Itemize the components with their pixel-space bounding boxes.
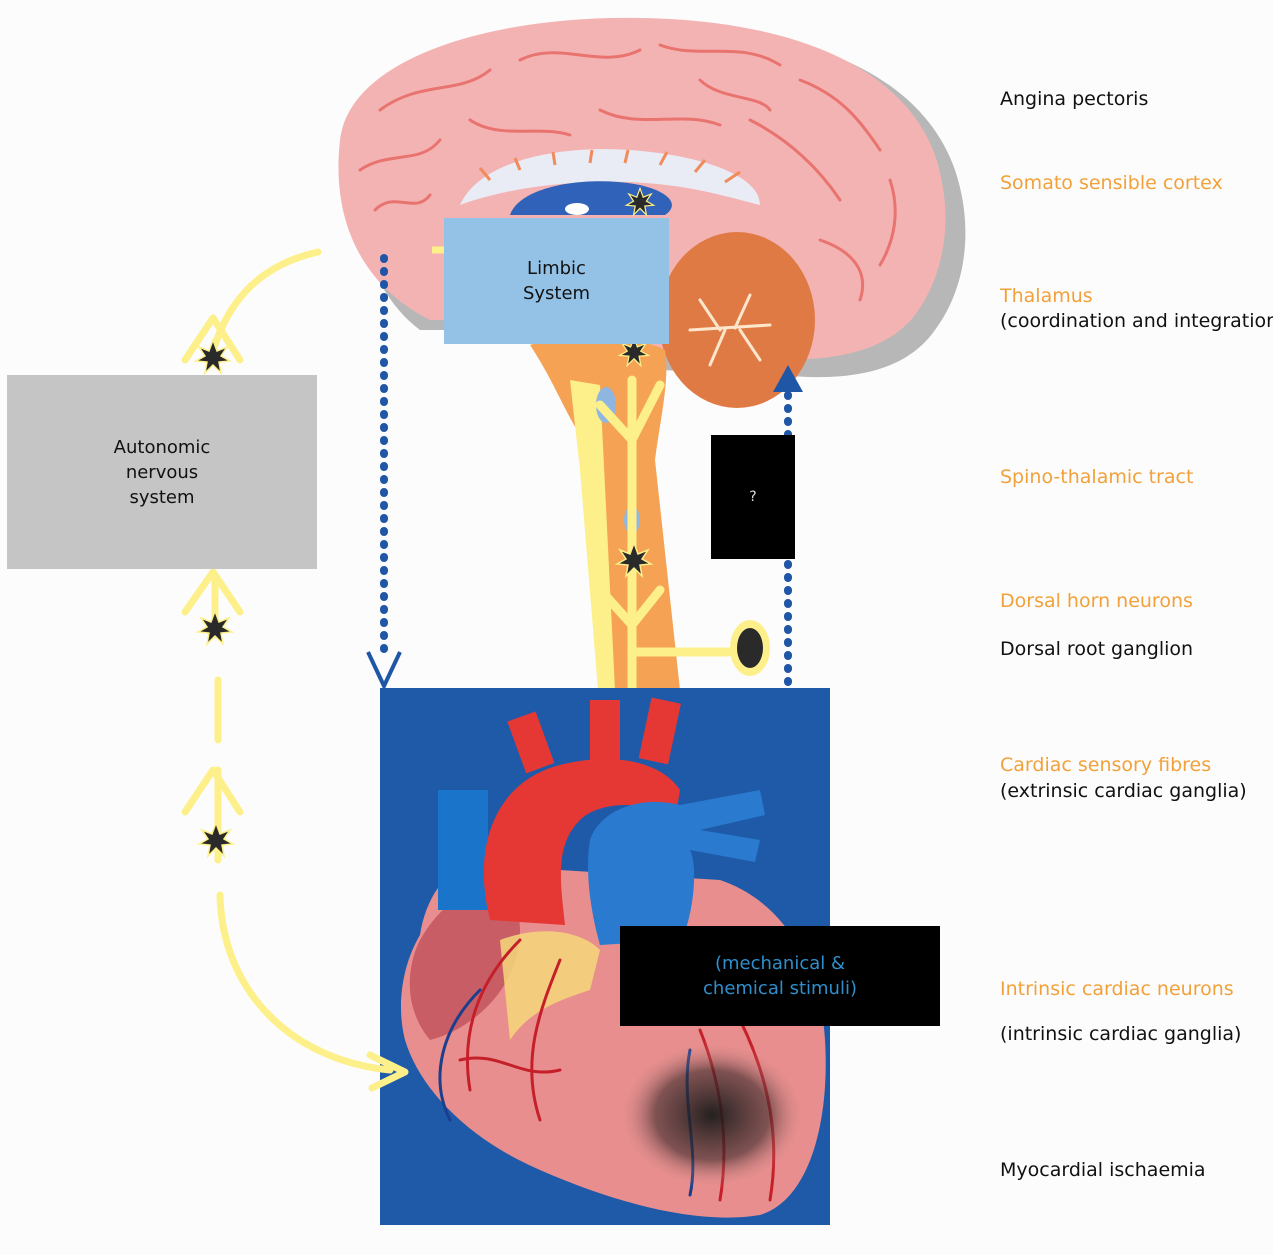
vena-cava — [438, 790, 488, 910]
label-dorsal-root-ganglion: Dorsal root ganglion — [1000, 636, 1193, 662]
autonomic-nervous-system-box: Autonomic nervous system — [7, 375, 317, 569]
label-thalamus: Thalamus — [1000, 283, 1093, 309]
label-intrinsic-note: (intrinsic cardiac ganglia) — [1000, 1021, 1241, 1047]
label-spino-thalamic-tract: Spino-thalamic tract — [1000, 464, 1193, 490]
stimuli-box: (mechanical & chemical stimuli) — [620, 926, 940, 1026]
unknown-box: ? — [711, 435, 795, 559]
limbic-system-box: Limbic System — [444, 218, 669, 344]
label-intrinsic-cardiac-neurons: Intrinsic cardiac neurons — [1000, 976, 1234, 1002]
label-cardiac-fibres-note: (extrinsic cardiac ganglia) — [1000, 778, 1247, 804]
label-dorsal-horn-neurons: Dorsal horn neurons — [1000, 588, 1193, 614]
label-somato-sensible-cortex: Somato sensible cortex — [1000, 170, 1223, 196]
arrow-head-icon — [368, 652, 400, 686]
label-myocardial-ischaemia: Myocardial ischaemia — [1000, 1157, 1206, 1183]
label-angina-pectoris: Angina pectoris — [1000, 86, 1148, 112]
label-thalamus-note: (coordination and integration) — [1000, 308, 1273, 334]
label-cardiac-sensory-fibres: Cardiac sensory fibres — [1000, 752, 1211, 778]
ischaemic-region — [617, 1040, 807, 1190]
